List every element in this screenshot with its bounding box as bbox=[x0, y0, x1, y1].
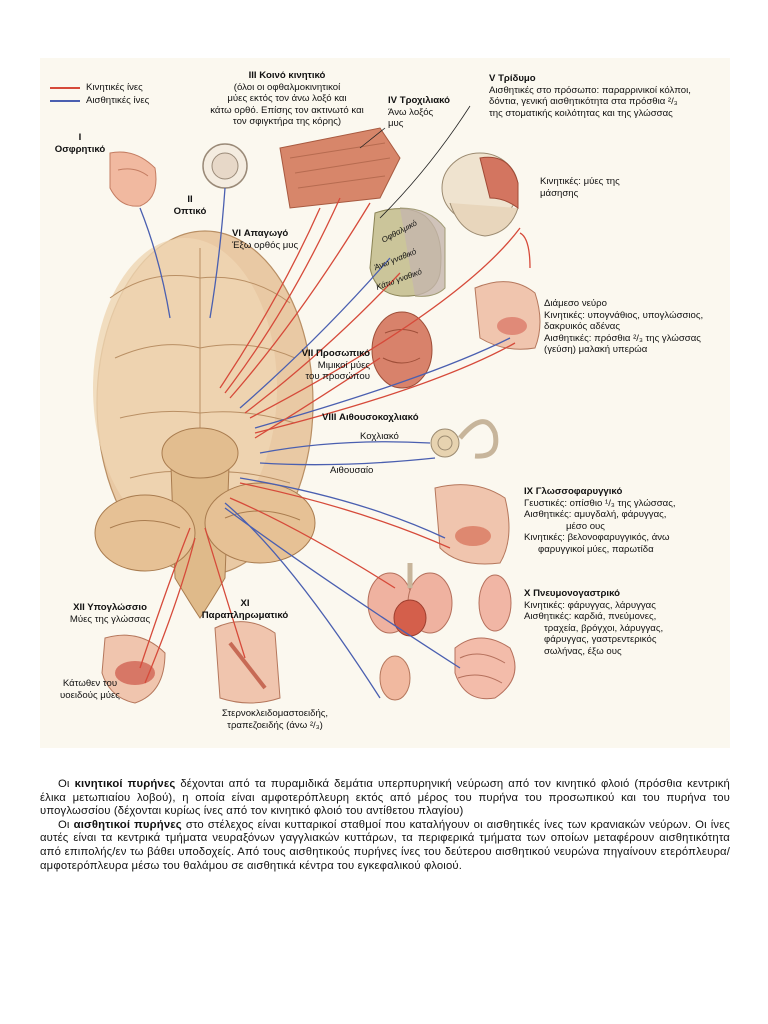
nerve-8-title: VIII Αιθουσοκοχλιακό bbox=[322, 412, 419, 423]
neck-illustration bbox=[214, 621, 281, 704]
pharynx-illustration bbox=[434, 484, 510, 565]
sensory-swatch bbox=[50, 99, 80, 102]
nerve-11-desc-2: τραπεζοειδής (άνω ²/₃) bbox=[227, 719, 323, 731]
intermediate-2: Κινητικές: υπογνάθιος, υπογλώσσιος, bbox=[544, 309, 704, 321]
skull-illustration bbox=[441, 152, 519, 237]
p1-bold-term: κινητικοί πυρήνες bbox=[74, 778, 176, 790]
nerve-9-desc-4: Κινητικές: βελονοφαρυγγικός, άνω bbox=[524, 532, 670, 543]
nerve-6-desc-1: Έξω ορθός μυς bbox=[232, 239, 299, 251]
nose-illustration bbox=[109, 151, 157, 207]
nerve-1-number: Ι bbox=[78, 132, 82, 143]
nerve-11-number: ΧΙ bbox=[240, 598, 250, 609]
p1-lead: Οι bbox=[58, 778, 75, 790]
nerve-5-motor-2: μάσησης bbox=[540, 187, 579, 199]
nerve-10-desc-4: φάρυγγας, γαστρεντερικός bbox=[544, 634, 657, 645]
nerve-11-name: Παραπληρωματικό bbox=[201, 609, 289, 621]
label-nerve-8: VIII Αιθουσοκοχλιακό bbox=[322, 412, 419, 424]
nerve-3-desc-3: κάτω ορθό. Επίσης τον ακτινωτό και bbox=[210, 104, 364, 116]
label-intermediate-nerve: Διάμεσο νεύρο Κινητικές: υπογνάθιος, υπο… bbox=[544, 298, 703, 356]
nerve-5-desc-2: δόντια, γενική αισθητικότητα στα πρόσθια… bbox=[489, 96, 678, 107]
label-nerve-6: VI Απαγωγό Έξω ορθός μυς bbox=[232, 228, 298, 251]
body-text: Οι κινητικοί πυρήνες δέχονται από τα πυρ… bbox=[40, 778, 730, 873]
intermediate-5: (γεύση) μαλακή υπερώα bbox=[544, 344, 648, 355]
label-vestibular: Αιθουσαίο bbox=[330, 465, 374, 476]
nerve-12-extra-2: υοειδούς μύες bbox=[60, 689, 120, 701]
nerve-7-desc-2: του προσώπου bbox=[305, 371, 370, 382]
legend-motor: Κινητικές ίνες bbox=[50, 82, 143, 93]
nerve-9-desc-2: Αισθητικές: αμυγδαλή, φάρυγγας, bbox=[524, 509, 667, 520]
nerve-11-desc-1: Στερνοκλειδομαστοειδής, bbox=[221, 708, 329, 719]
nerve-10-desc-5: σωλήνας, έξω ους bbox=[544, 645, 622, 657]
nerve-10-desc-3: τραχεία, βρόγχοι, λάρυγγας, bbox=[544, 622, 664, 634]
nerve-3-desc-1: (όλοι οι οφθαλμοκινητικοί bbox=[233, 81, 341, 93]
p2-text: στο στέλεχος είναι κυτταρικοί σταθμοί πο… bbox=[40, 818, 731, 872]
nerve-5-desc-3: της στοματικής κοιλότητας και της γλώσσα… bbox=[489, 107, 673, 119]
nerve-12-title: ΧΙΙ Υπογλώσσιο bbox=[73, 602, 147, 613]
nerve-7-title: VII Προσωπικό bbox=[301, 348, 370, 359]
label-nerve-11: ΧΙ Παραπληρωματικό bbox=[190, 598, 300, 621]
p1-text: δέχονται από τα πυραμιδικά δεμάτια υπερπ… bbox=[40, 778, 730, 818]
nerve-9-desc-1: Γευστικές: οπίσθιο ¹/₃ της γλώσσας, bbox=[524, 497, 676, 509]
cranial-nerves-illustration bbox=[93, 105, 541, 704]
nerve-5-desc-1: Αισθητικές στο πρόσωπο: παραρρινικοί κόλ… bbox=[489, 84, 691, 96]
nerve-4-desc-1: Άνω λοξός bbox=[388, 106, 434, 118]
nerve-2-number: ΙΙ bbox=[187, 194, 193, 205]
label-nerve-7: VII Προσωπικό Μιμικοί μύες του προσώπου bbox=[298, 348, 370, 383]
head-section-illustration bbox=[474, 281, 541, 350]
inner-ear-illustration bbox=[430, 419, 499, 459]
ear-illustration bbox=[379, 655, 411, 701]
label-nerve-4: IV Τροχιλιακό Άνω λοξός μυς bbox=[388, 95, 450, 130]
nerve-3-desc-2: μύες εκτός τον άνω λοξό και bbox=[227, 93, 347, 104]
motor-swatch bbox=[50, 86, 80, 89]
nerve-9-desc-5: φαρυγγικοί μύες, παρωτίδα bbox=[538, 543, 654, 555]
paragraph-motor-nuclei: Οι κινητικοί πυρήνες δέχονται από τα πυρ… bbox=[40, 778, 730, 819]
label-nerve-5: V Τρίδυμο Αισθητικές στο πρόσωπο: παραρρ… bbox=[489, 73, 691, 119]
label-nerve-10: Χ Πνευμονογαστρικό Κινητικές: φάρυγγας, … bbox=[524, 588, 663, 657]
leader-lines bbox=[359, 105, 471, 219]
nerve-9-title: IX Γλωσσοφαρυγγικό bbox=[524, 486, 623, 497]
legend-motor-label: Κινητικές ίνες bbox=[86, 82, 143, 93]
label-nerve-9: IX Γλωσσοφαρυγγικό Γευστικές: οπίσθιο ¹/… bbox=[524, 486, 675, 555]
cranial-nerves-figure: Κινητικές ίνες Αισθητικές ίνες Ι Οσφρητι… bbox=[40, 58, 730, 748]
nerve-5-title: V Τρίδυμο bbox=[489, 73, 536, 84]
eye-muscles-illustration bbox=[279, 127, 401, 209]
nerve-10-title: Χ Πνευμονογαστρικό bbox=[524, 588, 620, 599]
nerve-2-name: Οπτικό bbox=[173, 205, 207, 217]
intermediate-4: Αισθητικές: πρόσθια ²/₃ της γλώσσας bbox=[544, 332, 701, 344]
nerve-4-desc-2: μυς bbox=[388, 118, 404, 129]
paragraph-sensory-nuclei: Οι αισθητικοί πυρήνες στο στέλεχος είναι… bbox=[40, 819, 730, 873]
label-nerve-3: ΙΙΙ Κοινό κινητικό (όλοι οι οφθαλμοκινητ… bbox=[192, 70, 382, 128]
nerve-1-name: Οσφρητικό bbox=[54, 143, 106, 155]
label-nerve-2: ΙΙ Οπτικό bbox=[165, 194, 215, 217]
nerve-10-desc-2: Αισθητικές: καρδιά, πνεύμονες, bbox=[524, 611, 657, 622]
nerve-10-desc-1: Κινητικές: φάρυγγας, λάρυγγας bbox=[524, 599, 656, 611]
label-nerve-1: Ι Οσφρητικό bbox=[50, 132, 110, 155]
intermediate-3: δακρυικός αδένας bbox=[544, 321, 620, 332]
label-nerve-12: ΧΙΙ Υπογλώσσιο Μύες της γλώσσας bbox=[50, 602, 170, 625]
facial-muscles-illustration bbox=[371, 311, 433, 389]
brain-base bbox=[93, 230, 316, 619]
viscera-illustration bbox=[367, 563, 516, 700]
legend-sensory-label: Αισθητικές ίνες bbox=[86, 95, 150, 106]
nerve-7-desc-1: Μιμικοί μύες bbox=[317, 359, 370, 371]
nerve-12-desc-1: Μύες της γλώσσας bbox=[69, 613, 151, 625]
label-nerve-5-motor: Κινητικές: μύες της μάσησης bbox=[540, 176, 620, 199]
label-nerve-11-desc: Στερνοκλειδομαστοειδής, τραπεζοειδής (άν… bbox=[190, 708, 360, 731]
nerve-4-title: IV Τροχιλιακό bbox=[388, 95, 451, 106]
nerve-5-motor-1: Κινητικές: μύες της bbox=[540, 176, 620, 187]
p2-bold-term: αισθητικοί πυρήνες bbox=[73, 818, 182, 831]
nerve-9-desc-3: μέσο ους bbox=[566, 520, 605, 532]
intermediate-1: Διάμεσο νεύρο bbox=[544, 298, 607, 309]
p2-lead: Οι bbox=[58, 818, 74, 831]
eye-illustration bbox=[202, 143, 248, 189]
label-cochlear: Κοχλιακό bbox=[360, 431, 399, 442]
label-nerve-12-extra: Κάτωθεν του υοειδούς μύες bbox=[50, 678, 130, 701]
nerve-12-extra-1: Κάτωθεν του bbox=[62, 678, 118, 689]
nerve-6-title: VI Απαγωγό bbox=[232, 228, 289, 239]
nerve-fibres bbox=[139, 187, 531, 699]
nerve-3-desc-4: τον σφιγκτήρα της κόρης) bbox=[232, 116, 342, 127]
nerve-3-title: ΙΙΙ Κοινό κινητικό bbox=[248, 70, 326, 81]
tongue-illustration bbox=[101, 634, 166, 704]
legend-sensory: Αισθητικές ίνες bbox=[50, 95, 149, 106]
